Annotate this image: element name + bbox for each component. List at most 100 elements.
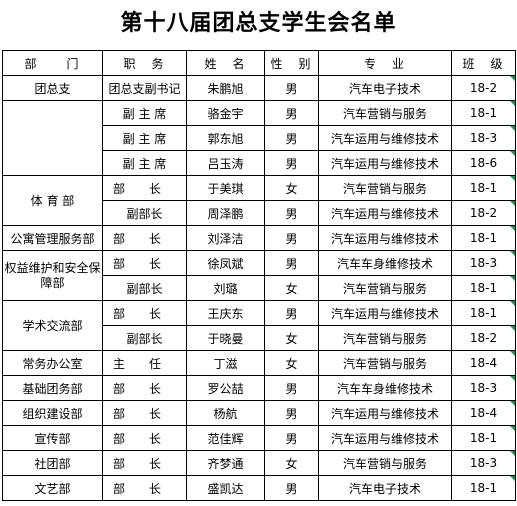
cell-class[interactable]: 18-3 [451, 125, 516, 151]
cell-major[interactable]: 汽车营销与服务 [318, 450, 452, 476]
cell-class[interactable]: 18-2 [451, 325, 516, 351]
cell-department[interactable]: 权益维护和安全保障部 [2, 250, 103, 301]
cell-major[interactable]: 汽车车身维修技术 [318, 250, 452, 276]
cell-class[interactable]: 18-4 [451, 400, 516, 426]
cell-role[interactable]: 副 主 席 [102, 125, 187, 151]
cell-major[interactable]: 汽车营销与服务 [318, 350, 452, 376]
cell-role[interactable]: 副 主 席 [102, 150, 187, 176]
cell-class[interactable]: 18-1 [451, 225, 516, 251]
comment-marker-icon [510, 251, 515, 256]
cell-role[interactable]: 副部长 [102, 200, 187, 226]
cell-role[interactable]: 团总支副书记 [102, 75, 187, 101]
cell-major[interactable]: 汽车营销与服务 [318, 100, 452, 126]
cell-role[interactable]: 部 长 [102, 175, 187, 201]
cell-role[interactable]: 副 主 席 [102, 100, 187, 126]
cell-class[interactable]: 18-3 [451, 250, 516, 276]
cell-name[interactable]: 朱鹏旭 [186, 75, 265, 101]
cell-class[interactable]: 18-2 [451, 75, 516, 101]
cell-name[interactable]: 刘璐 [186, 275, 265, 301]
cell-department[interactable]: 文艺部 [2, 475, 103, 501]
cell-major[interactable]: 汽车营销与服务 [318, 325, 452, 351]
cell-role[interactable]: 部 长 [102, 400, 187, 426]
cell-department[interactable]: 宣传部 [2, 425, 103, 451]
cell-name[interactable]: 罗公喆 [186, 375, 265, 401]
cell-name[interactable]: 齐梦通 [186, 450, 265, 476]
cell-major[interactable]: 汽车运用与维修技术 [318, 200, 452, 226]
cell-major[interactable]: 汽车运用与维修技术 [318, 425, 452, 451]
cell-role[interactable]: 部 长 [102, 300, 187, 326]
cell-department[interactable]: 体 育 部 [2, 175, 103, 226]
cell-major[interactable]: 汽车运用与维修技术 [318, 125, 452, 151]
cell-gender[interactable]: 男 [264, 75, 319, 101]
cell-gender[interactable]: 男 [264, 100, 319, 126]
cell-gender[interactable]: 女 [264, 275, 319, 301]
cell-gender[interactable]: 女 [264, 325, 319, 351]
cell-department[interactable]: 团总支 [2, 75, 103, 101]
cell-department[interactable]: 公寓管理服务部 [2, 225, 103, 251]
cell-class[interactable]: 18-6 [451, 150, 516, 176]
cell-name[interactable]: 于晓曼 [186, 325, 265, 351]
cell-name[interactable]: 盛凯达 [186, 475, 265, 501]
cell-major[interactable]: 汽车营销与服务 [318, 275, 452, 301]
cell-class[interactable]: 18-1 [451, 275, 516, 301]
cell-name[interactable]: 徐凤斌 [186, 250, 265, 276]
cell-gender[interactable]: 男 [264, 375, 319, 401]
cell-role[interactable]: 副部长 [102, 275, 187, 301]
cell-role[interactable]: 主 任 [102, 350, 187, 376]
cell-name[interactable]: 周泽鹏 [186, 200, 265, 226]
cell-department[interactable] [2, 100, 103, 176]
cell-gender[interactable]: 女 [264, 450, 319, 476]
cell-role[interactable]: 副部长 [102, 325, 187, 351]
cell-name[interactable]: 吕玉涛 [186, 150, 265, 176]
cell-gender[interactable]: 男 [264, 300, 319, 326]
cell-major[interactable]: 汽车电子技术 [318, 475, 452, 501]
cell-department[interactable]: 学术交流部 [2, 300, 103, 351]
cell-major[interactable]: 汽车车身维修技术 [318, 375, 452, 401]
cell-role[interactable]: 部 长 [102, 375, 187, 401]
cell-role[interactable]: 部 长 [102, 425, 187, 451]
cell-class[interactable]: 18-1 [451, 475, 516, 501]
cell-gender[interactable]: 男 [264, 425, 319, 451]
cell-class[interactable]: 18-4 [451, 350, 516, 376]
cell-major[interactable]: 汽车运用与维修技术 [318, 400, 452, 426]
cell-gender[interactable]: 男 [264, 400, 319, 426]
cell-name[interactable]: 于美琪 [186, 175, 265, 201]
cell-gender[interactable]: 女 [264, 175, 319, 201]
comment-marker-icon [510, 376, 515, 381]
cell-major[interactable]: 汽车运用与维修技术 [318, 225, 452, 251]
cell-major[interactable]: 汽车运用与维修技术 [318, 300, 452, 326]
cell-role[interactable]: 部 长 [102, 475, 187, 501]
cell-class[interactable]: 18-1 [451, 425, 516, 451]
cell-class[interactable]: 18-1 [451, 300, 516, 326]
cell-name[interactable]: 王庆东 [186, 300, 265, 326]
cell-gender[interactable]: 男 [264, 150, 319, 176]
cell-major[interactable]: 汽车电子技术 [318, 75, 452, 101]
cell-gender[interactable]: 男 [264, 475, 319, 501]
cell-department[interactable]: 组织建设部 [2, 400, 103, 426]
cell-department[interactable]: 社团部 [2, 450, 103, 476]
header-row: 部 门 职 务 姓 名 性 别 专 业 班 级 [2, 50, 516, 76]
cell-gender[interactable]: 男 [264, 250, 319, 276]
cell-role[interactable]: 部 长 [102, 225, 187, 251]
cell-class[interactable]: 18-2 [451, 200, 516, 226]
cell-name[interactable]: 郭东旭 [186, 125, 265, 151]
cell-gender[interactable]: 男 [264, 225, 319, 251]
cell-department[interactable]: 常务办公室 [2, 350, 103, 376]
cell-role[interactable]: 部 长 [102, 450, 187, 476]
cell-name[interactable]: 范佳辉 [186, 425, 265, 451]
cell-gender[interactable]: 男 [264, 125, 319, 151]
cell-role[interactable]: 部 长 [102, 250, 187, 276]
cell-gender[interactable]: 男 [264, 200, 319, 226]
cell-name[interactable]: 骆金宇 [186, 100, 265, 126]
cell-class[interactable]: 18-3 [451, 375, 516, 401]
cell-major[interactable]: 汽车运用与维修技术 [318, 150, 452, 176]
cell-class[interactable]: 18-1 [451, 175, 516, 201]
cell-name[interactable]: 丁滋 [186, 350, 265, 376]
cell-name[interactable]: 杨航 [186, 400, 265, 426]
cell-class[interactable]: 18-3 [451, 450, 516, 476]
cell-major[interactable]: 汽车营销与服务 [318, 175, 452, 201]
cell-department[interactable]: 基础团务部 [2, 375, 103, 401]
cell-class[interactable]: 18-1 [451, 100, 516, 126]
cell-gender[interactable]: 女 [264, 350, 319, 376]
cell-name[interactable]: 刘泽洁 [186, 225, 265, 251]
